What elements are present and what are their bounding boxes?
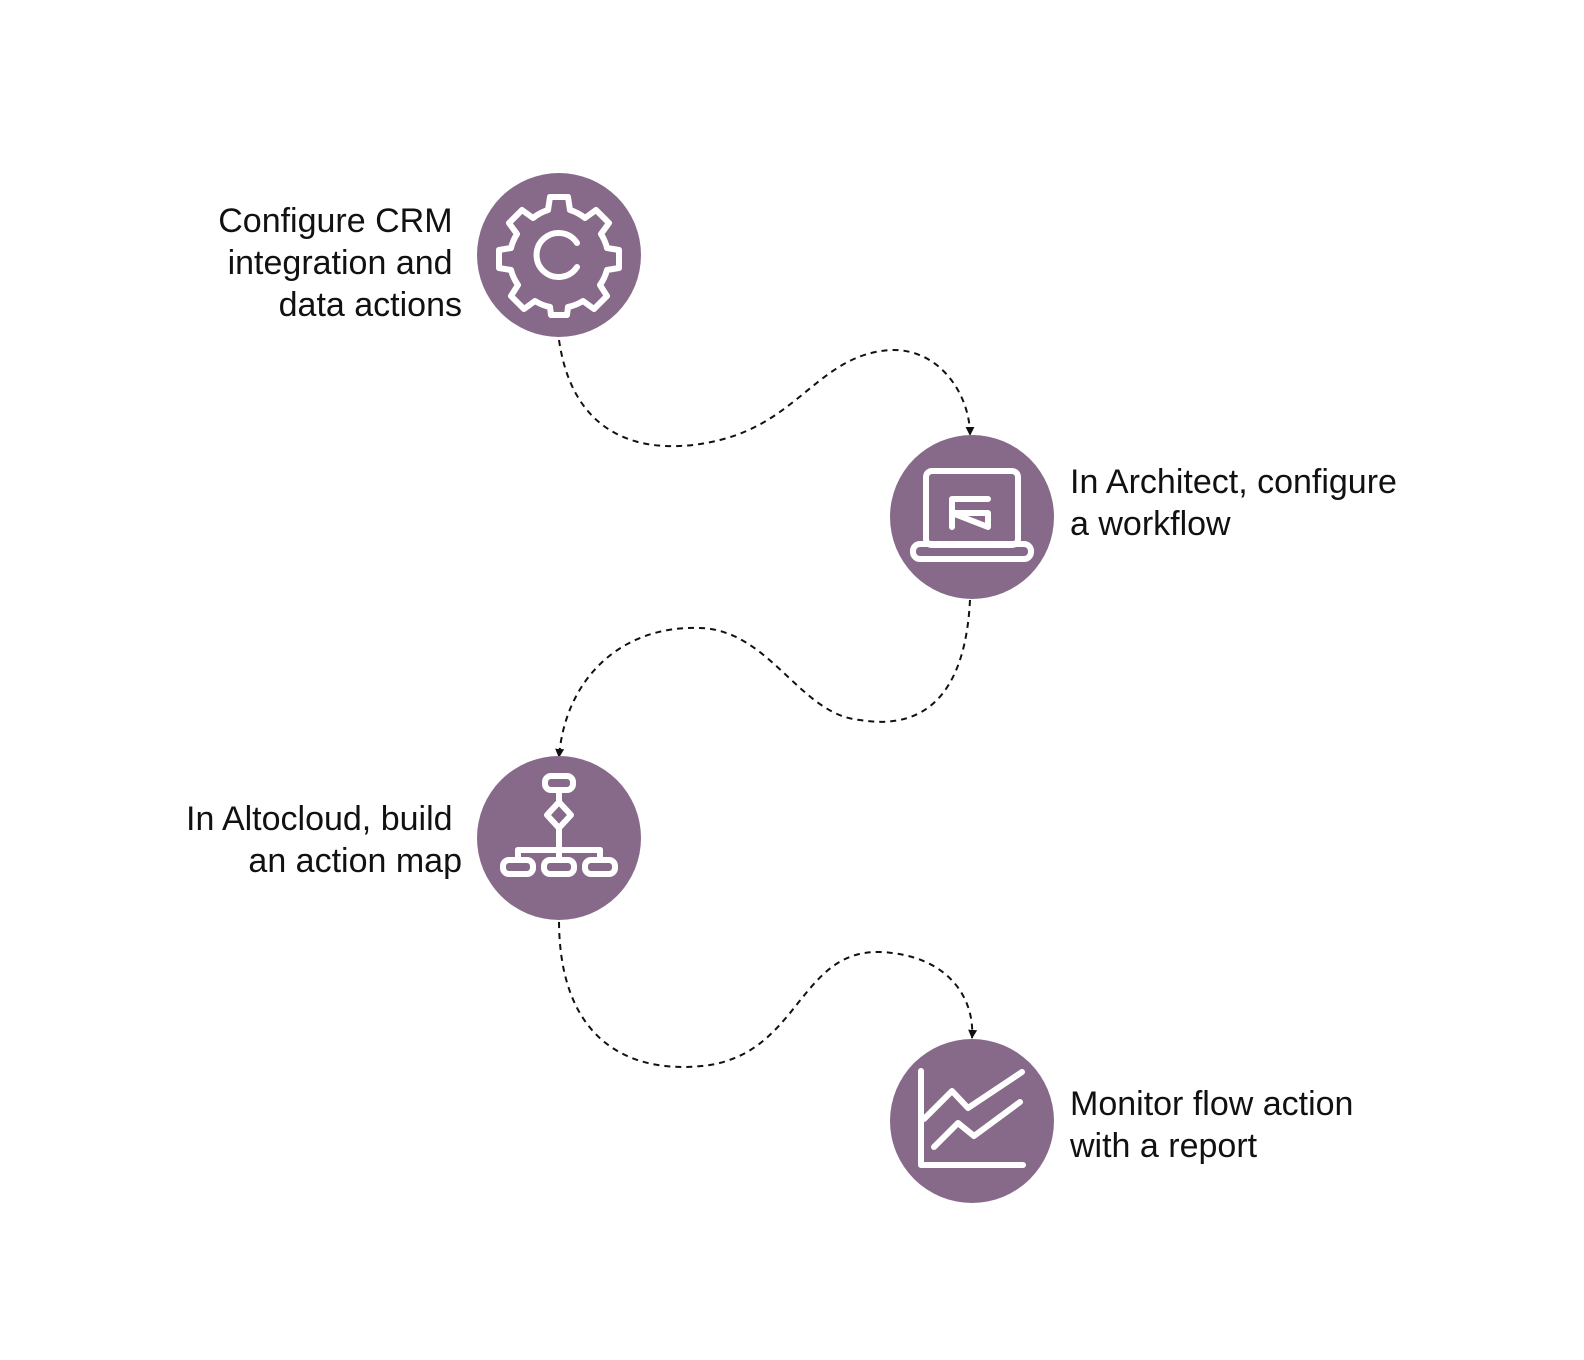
flowchart-icon xyxy=(500,773,618,877)
step-3-label-line-1: In Altocloud, build xyxy=(186,800,453,838)
step-3-label: In Altocloud, build an action map xyxy=(186,800,462,880)
line-chart-icon xyxy=(918,1068,1026,1168)
connectors xyxy=(555,339,978,1068)
step-1-label-line-2: integration and xyxy=(228,244,453,282)
laptop-icon xyxy=(910,468,1034,562)
step-1-label: Configure CRM integration and data actio… xyxy=(218,202,462,324)
step-4-circle xyxy=(890,1039,1054,1203)
connector-step2-to-step3 xyxy=(555,599,971,758)
step-1-label-line-1: Configure CRM xyxy=(218,202,452,240)
step-4-label-line-1: Monitor flow action xyxy=(1070,1085,1353,1123)
gear-icon xyxy=(496,194,622,318)
step-2: In Architect, configure a workflow xyxy=(890,435,1406,599)
step-3-label-line-2: an action map xyxy=(248,842,462,880)
step-1-label-line-3: data actions xyxy=(279,286,462,324)
connector-step1-to-step2 xyxy=(558,339,975,448)
step-2-label-line-2: a workflow xyxy=(1070,505,1231,543)
step-4: Monitor flow action with a report xyxy=(890,1039,1363,1203)
step-2-circle xyxy=(890,435,1054,599)
step-4-label-line-2: with a report xyxy=(1069,1127,1258,1165)
step-1: Configure CRM integration and data actio… xyxy=(218,173,641,337)
step-4-label: Monitor flow action with a report xyxy=(1069,1085,1363,1165)
step-2-label-line-1: In Architect, configure xyxy=(1070,463,1397,501)
step-3: In Altocloud, build an action map xyxy=(186,756,641,920)
connector-step3-to-step4 xyxy=(558,921,978,1068)
step-2-label: In Architect, configure a workflow xyxy=(1070,463,1406,543)
